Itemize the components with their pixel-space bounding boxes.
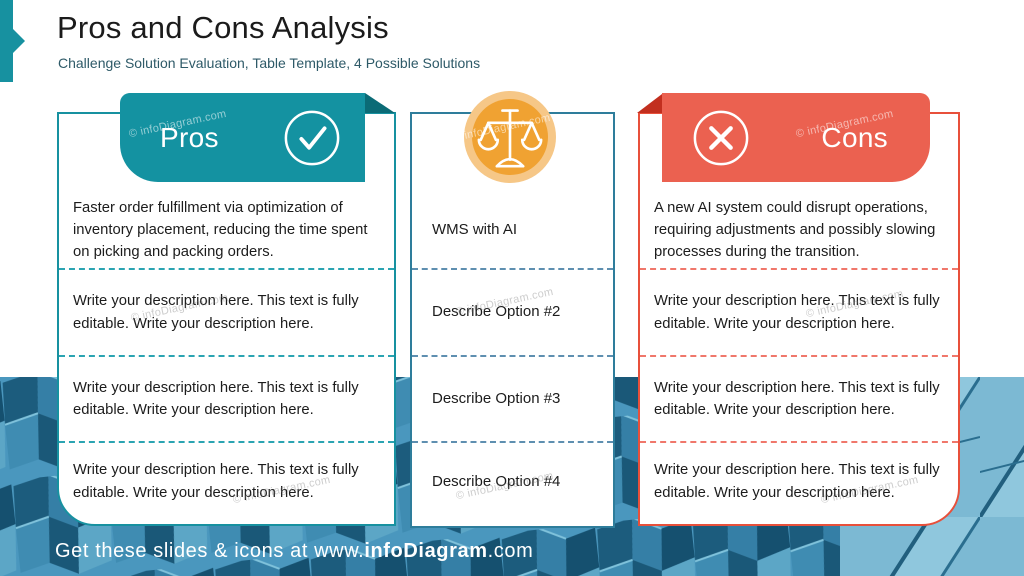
options-rows: WMS with AI Describe Option #2 Describe … — [412, 192, 613, 522]
accent-arrow-icon — [0, 0, 25, 82]
footer-promo: Get these slides & icons at www.infoDiag… — [55, 540, 533, 563]
options-row-4-text: Describe Option #4 — [432, 473, 561, 491]
options-row-2-text: Describe Option #2 — [432, 303, 561, 321]
pros-row-4: Write your description here. This text i… — [59, 443, 394, 520]
page-subtitle: Challenge Solution Evaluation, Table Tem… — [58, 55, 481, 71]
cons-row-4: Write your description here. This text i… — [640, 443, 958, 520]
cons-row-1: A new AI system could disrupt operations… — [640, 192, 958, 270]
options-medallion — [472, 99, 548, 175]
options-card: WMS with AI Describe Option #2 Describe … — [410, 112, 615, 528]
options-row-3-text: Describe Option #3 — [432, 389, 561, 407]
cons-banner: Cons — [662, 93, 930, 182]
page-title: Pros and Cons Analysis — [57, 10, 389, 45]
cons-banner-fold — [637, 94, 662, 113]
cons-row-3-text: Write your description here. This text i… — [654, 379, 940, 418]
pros-row-1: Faster order fulfillment via optimizatio… — [59, 192, 394, 270]
options-row-2: Describe Option #2 — [412, 270, 613, 357]
pros-row-2: Write your description here. This text i… — [59, 270, 394, 357]
pros-row-4-text: Write your description here. This text i… — [73, 462, 359, 501]
cons-row-2: Write your description here. This text i… — [640, 270, 958, 357]
pros-row-3: Write your description here. This text i… — [59, 357, 394, 443]
pros-row-3-text: Write your description here. This text i… — [73, 379, 359, 418]
pros-row-2-text: Write your description here. This text i… — [73, 293, 359, 332]
cons-row-4-text: Write your description here. This text i… — [654, 462, 940, 501]
options-row-4: Describe Option #4 — [412, 443, 613, 522]
pros-row-1-text: Faster order fulfillment via optimizatio… — [73, 199, 368, 261]
pros-banner-fold — [365, 93, 395, 113]
pros-banner: Pros — [120, 93, 365, 182]
options-row-1: WMS with AI — [412, 192, 613, 270]
x-circle-icon — [693, 110, 749, 165]
check-circle-icon — [284, 110, 340, 165]
footer-brand: infoDiagram — [364, 540, 488, 562]
cons-row-2-text: Write your description here. This text i… — [654, 293, 940, 332]
balance-scale-icon — [477, 109, 543, 168]
cons-banner-label: Cons — [821, 121, 888, 153]
pros-rows: Faster order fulfillment via optimizatio… — [59, 192, 394, 520]
footer-prefix: Get these slides & icons at www. — [55, 540, 365, 562]
cons-row-3: Write your description here. This text i… — [640, 357, 958, 443]
options-row-1-text: WMS with AI — [432, 220, 518, 238]
pros-card: Faster order fulfillment via optimizatio… — [57, 112, 396, 526]
cons-row-1-text: A new AI system could disrupt operations… — [654, 199, 936, 261]
cons-rows: A new AI system could disrupt operations… — [640, 192, 958, 520]
footer-suffix: .com — [487, 540, 534, 562]
options-row-3: Describe Option #3 — [412, 357, 613, 443]
pros-banner-label: Pros — [160, 121, 219, 153]
